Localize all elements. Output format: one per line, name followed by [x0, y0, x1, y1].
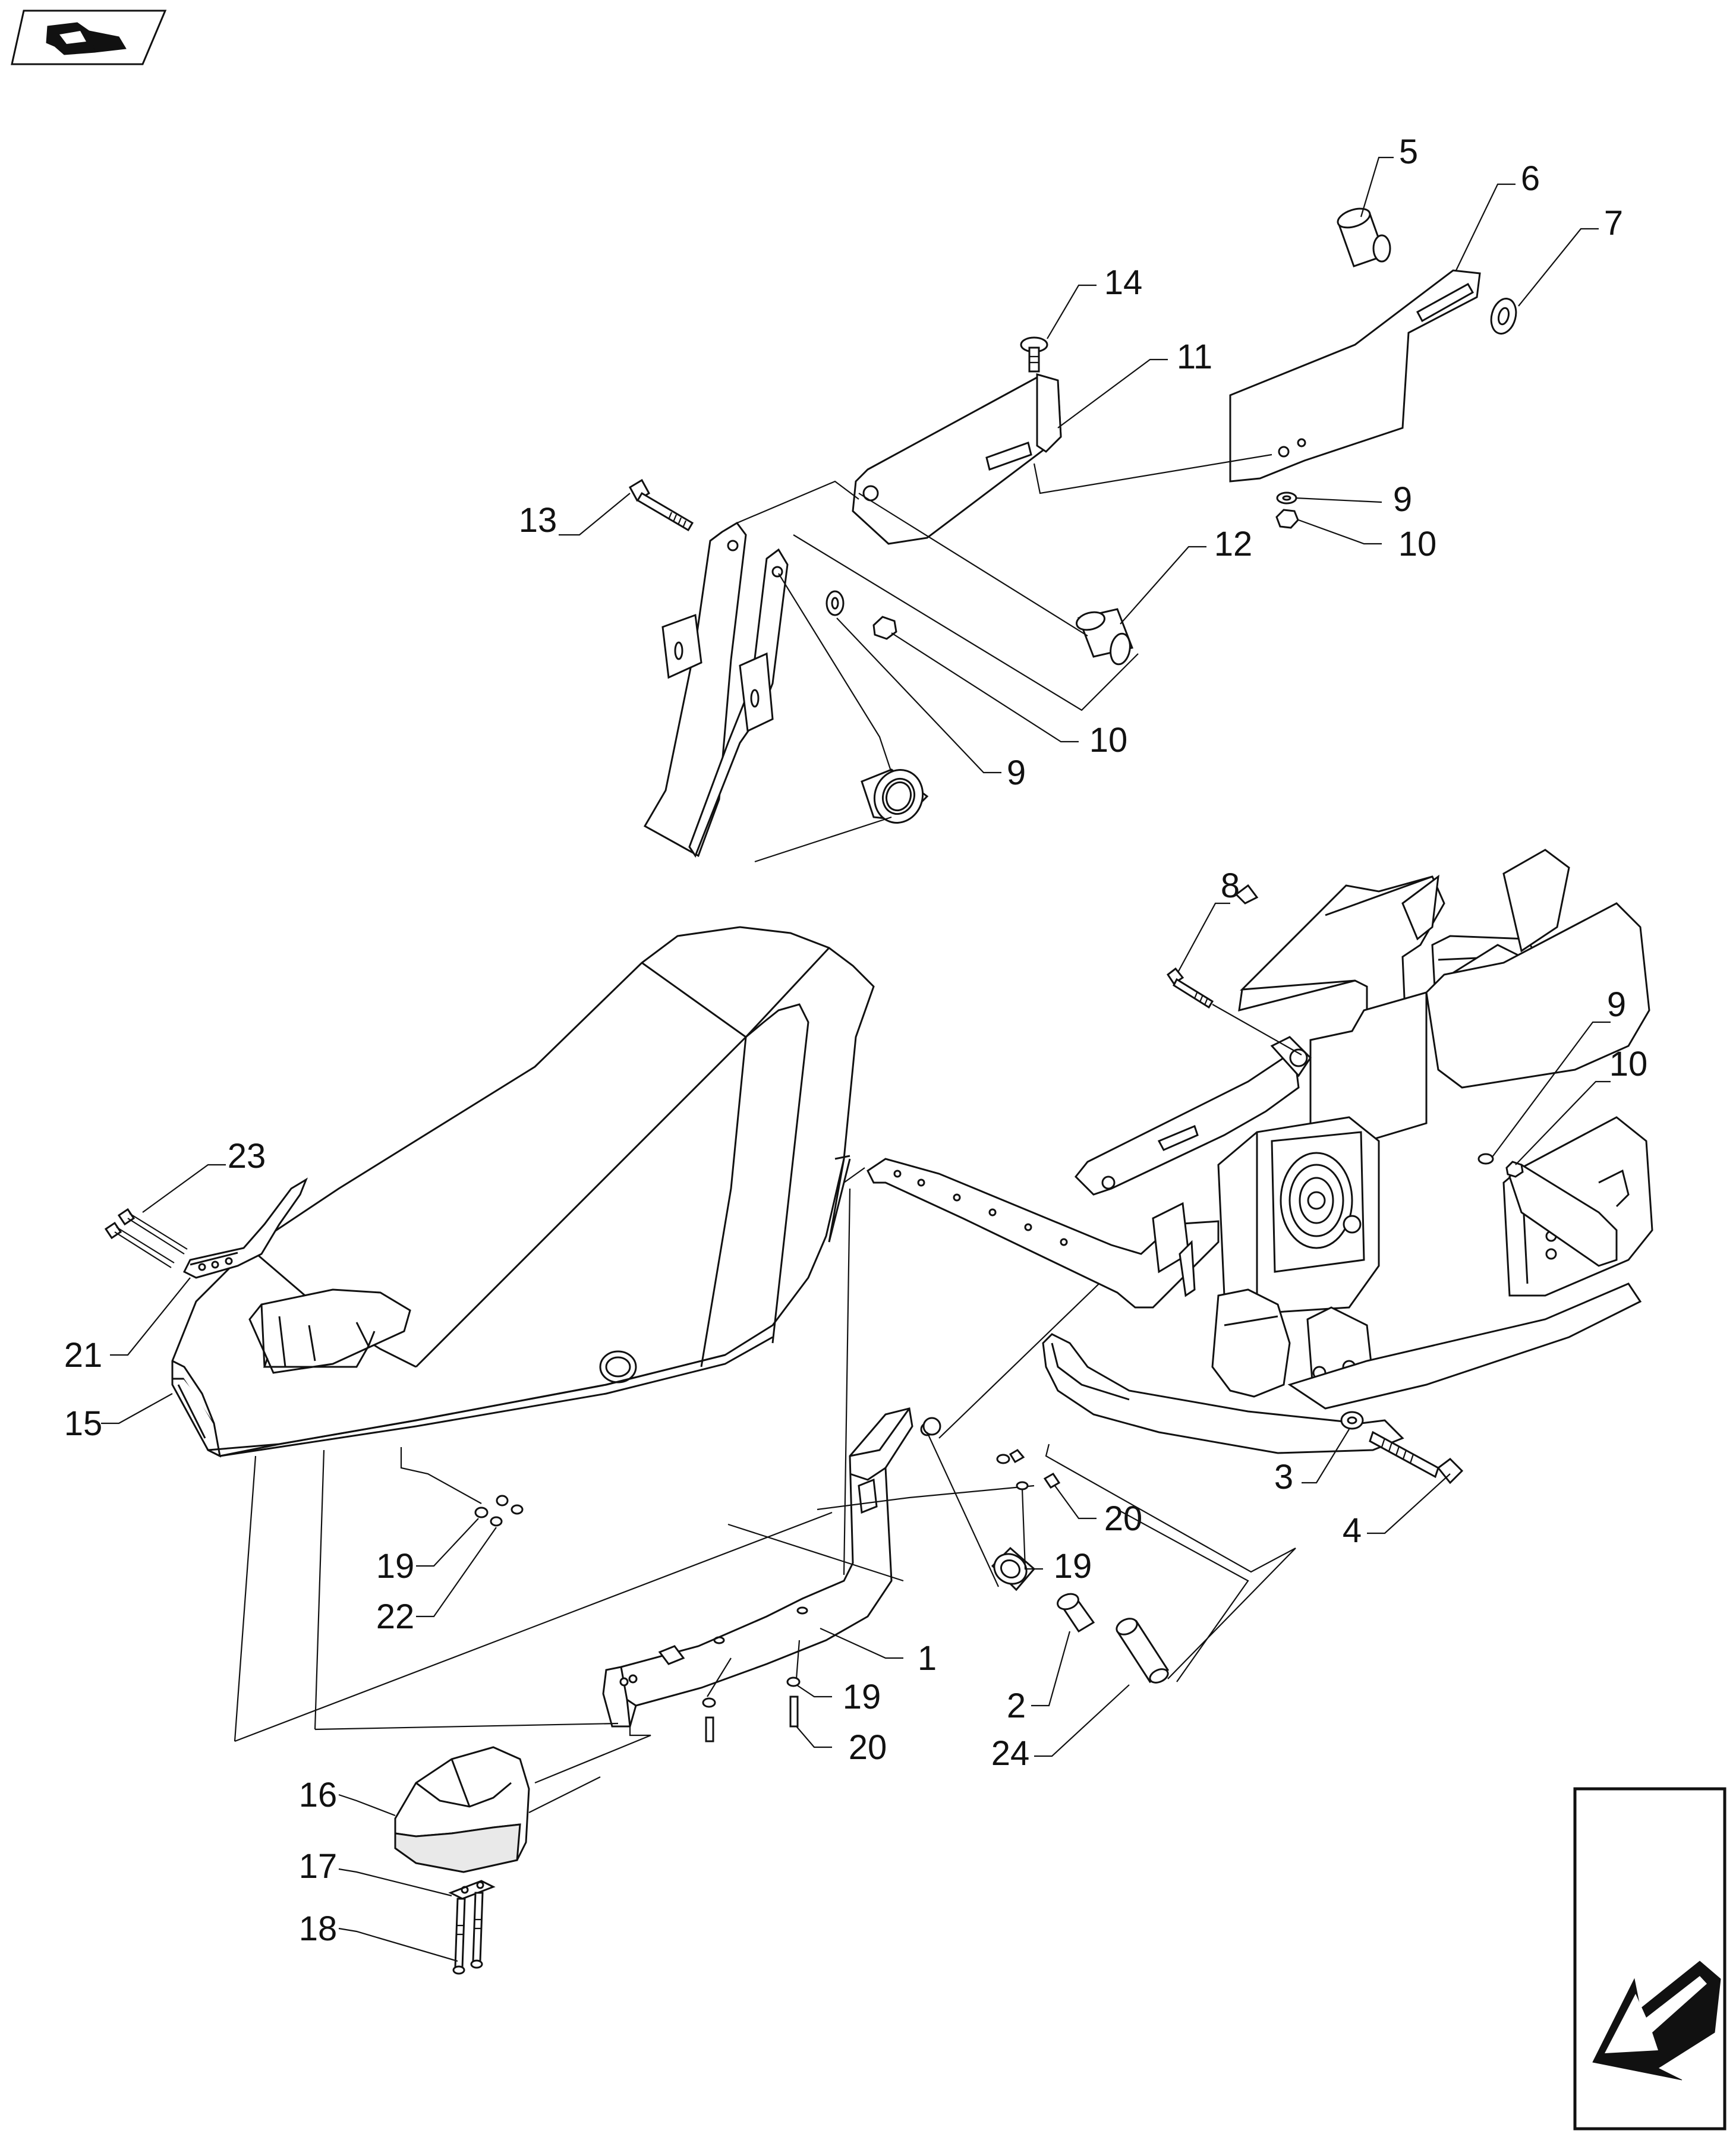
callout-20-right: 20 — [1104, 1499, 1143, 1538]
top-leaders — [736, 453, 1272, 863]
callout-10-top: 10 — [1398, 525, 1437, 563]
bolt-13 — [628, 478, 694, 532]
callout-15: 15 — [64, 1404, 103, 1443]
callout-13: 13 — [519, 501, 557, 540]
washer-nut-right — [1275, 491, 1299, 529]
callout-12: 12 — [1214, 525, 1253, 563]
callout-2: 2 — [1007, 1687, 1026, 1725]
right-leaders — [1045, 1444, 1296, 1682]
callout-7: 7 — [1604, 204, 1623, 242]
frame-fasteners — [702, 1449, 1061, 1742]
bushing-frame — [991, 1546, 1036, 1592]
hood-fasteners — [400, 1447, 524, 1527]
bushing-2 — [1057, 1593, 1095, 1633]
bolt-8 — [1166, 967, 1302, 1055]
bolts-21 — [104, 1208, 188, 1268]
callout-9-top: 9 — [1393, 480, 1412, 519]
callout-10-middle: 10 — [1089, 721, 1128, 759]
callout-3: 3 — [1274, 1458, 1293, 1496]
callout-11: 11 — [1177, 338, 1212, 376]
callout-19-right: 19 — [1054, 1547, 1092, 1586]
callout-9-middle: 9 — [1007, 754, 1026, 792]
lower-leaders — [234, 1167, 1112, 1784]
frame-1 — [602, 1407, 941, 1728]
bolts-18 — [452, 1892, 484, 1975]
bracket-23 — [182, 1177, 308, 1279]
callout-24: 24 — [991, 1734, 1030, 1773]
washer-nut-lower-right — [1477, 1153, 1524, 1178]
spacer-12 — [1076, 608, 1134, 666]
spacer-5 — [1337, 207, 1391, 267]
cap-16 — [394, 1746, 601, 1873]
callout-18: 18 — [299, 1909, 338, 1948]
callout-6: 6 — [1521, 159, 1540, 198]
callout-20-bottom: 20 — [849, 1728, 887, 1767]
next-page-arrow-icon[interactable] — [1573, 1787, 1726, 2131]
callout-19-left: 19 — [376, 1547, 415, 1586]
main-assembly — [867, 849, 1653, 1454]
callout-5: 5 — [1399, 133, 1418, 171]
callout-leaders — [101, 156, 1611, 1962]
hood-tail — [207, 1155, 851, 1457]
upper-arm-assembly — [643, 522, 789, 858]
bushing-top — [861, 768, 929, 824]
callout-22: 22 — [376, 1597, 415, 1636]
callout-9-lower: 9 — [1607, 985, 1626, 1024]
callout-19-bottom: 19 — [843, 1678, 881, 1716]
callout-1: 1 — [918, 1639, 937, 1678]
callout-16: 16 — [299, 1776, 338, 1814]
callout-labels: 5 6 7 14 11 13 12 9 10 10 9 8 9 10 23 21… — [64, 133, 1648, 1948]
plate-17 — [448, 1880, 496, 1900]
callout-8: 8 — [1221, 866, 1240, 905]
bracket-6 — [1229, 269, 1481, 483]
book-reference-icon[interactable] — [11, 10, 167, 65]
callout-14: 14 — [1104, 263, 1143, 302]
callout-17: 17 — [299, 1847, 338, 1886]
callout-4: 4 — [1343, 1511, 1362, 1550]
plate-11 — [852, 373, 1062, 545]
washer-7 — [1490, 298, 1517, 335]
hood-15 — [171, 926, 875, 1458]
callout-23: 23 — [228, 1137, 266, 1176]
callout-10-lower: 10 — [1609, 1045, 1648, 1083]
spacer-24 — [1116, 1618, 1170, 1684]
washer-nut-middle — [826, 590, 897, 640]
callout-21: 21 — [64, 1336, 103, 1375]
bolt-14 — [1020, 336, 1048, 373]
washer-3-bolt-4 — [1340, 1411, 1464, 1485]
